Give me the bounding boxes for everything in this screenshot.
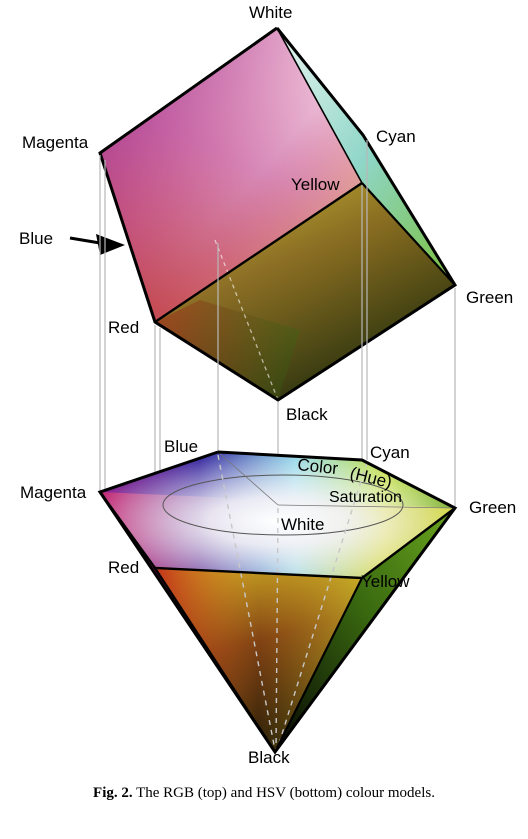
caption-text: The RGB (top) and HSV (bottom) colour mo… [136,785,435,801]
rgb-label-white: White [249,3,292,22]
rgb-label-green: Green [466,288,513,307]
cube-edge-yellow-red [154,182,363,323]
cube-edge-white-yellow [276,27,363,184]
hsv-cone [97,450,458,755]
hsv-label-hue-color: Color [297,455,340,478]
saturation-ellipse [162,474,404,536]
hexagon-spokes [217,451,456,509]
rgb-cube [69,26,458,402]
cone-hidden-edges [217,454,368,751]
cone-outline [97,450,458,755]
rgb-label-cyan: Cyan [376,127,416,146]
rgb-label-yellow: Yellow [291,175,340,194]
hexagon-front-edge [99,491,456,580]
hsv-label-yellow: Yellow [361,572,410,591]
hsv-label-blue: Blue [164,437,198,456]
cone-edge-yellow [274,577,363,753]
cube-cyan-face [277,28,455,285]
blue-arrow-shaft [69,236,101,245]
blue-arrow-icon [96,234,125,255]
cube-top-face-overlay [100,28,362,322]
rgb-label-blue: Blue [19,229,53,248]
hsv-label-cyan: Cyan [370,443,410,462]
rgb-label-red: Red [108,318,139,337]
caption-label: Fig. 2. [93,785,133,801]
hsv-label-black: Black [248,748,290,767]
hsv-label-saturation: Saturation [329,489,402,506]
rgb-label-black: Black [286,405,328,424]
hsv-label-red: Red [108,558,139,577]
hsv-label-green: Green [469,498,516,517]
rgb-label-magenta: Magenta [22,133,89,152]
hsv-label-white: White [281,515,324,534]
cone-front-face-hue [155,568,362,752]
hsv-label-magenta: Magenta [20,483,87,502]
cube-bottom-face-red [155,300,300,400]
cube-outline [98,26,458,402]
rgb-labels: White Magenta Cyan Yellow Blue Red Green… [19,3,513,424]
figure-caption: Fig. 2. The RGB (top) and HSV (bottom) c… [0,785,528,802]
cube-edge-yellow-green [361,182,456,286]
cone-edge-red [154,567,276,753]
